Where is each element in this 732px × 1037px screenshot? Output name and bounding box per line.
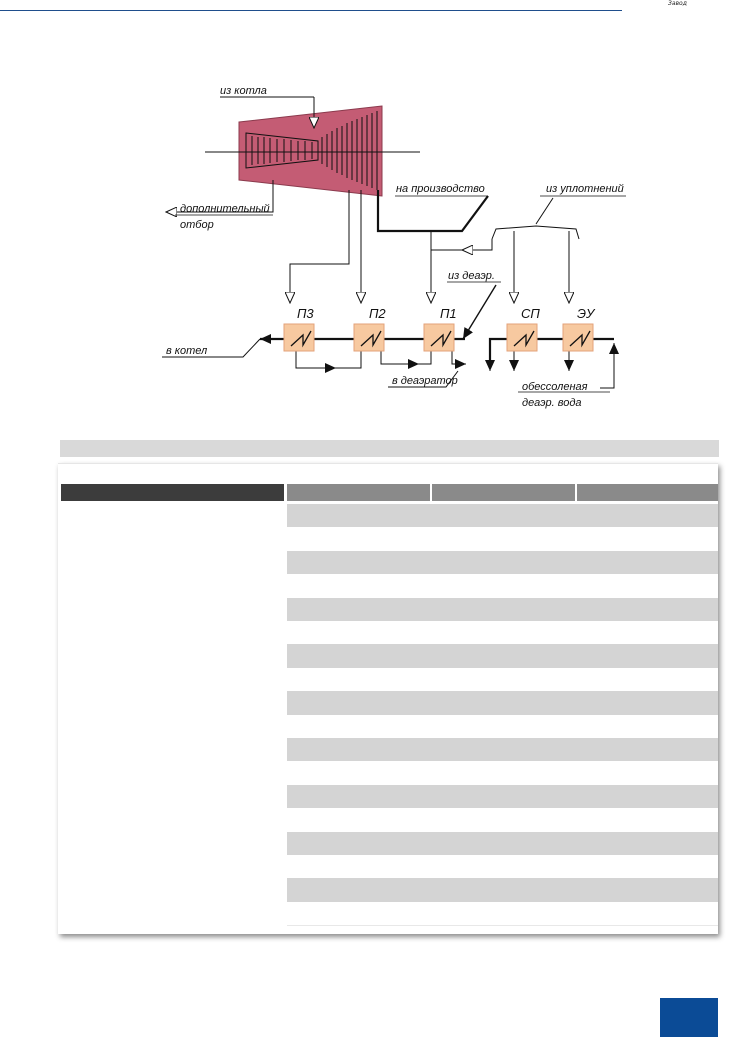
label-to-boiler: в котел	[166, 345, 207, 357]
table-row	[287, 527, 718, 552]
table-row	[287, 831, 718, 855]
table-header-cell-3	[432, 484, 575, 501]
thermal-scheme-diagram: из котла дополнительный отбор на произво…	[162, 85, 626, 409]
table-row	[287, 714, 718, 739]
table-row	[287, 621, 718, 646]
turbine-blades	[251, 111, 378, 190]
heater-eu	[562, 323, 594, 352]
table-row	[287, 550, 718, 575]
heater-p2	[353, 323, 385, 352]
heater-sp	[506, 323, 538, 352]
table-header-cell-4	[577, 484, 718, 501]
table-row	[287, 878, 718, 902]
label-from-seals: из уплотнений	[546, 183, 624, 195]
table-caption-bar	[60, 440, 719, 457]
turbine-hp-section	[245, 132, 319, 169]
header-corner-text: Завод	[668, 0, 687, 7]
label-p2: П2	[369, 306, 386, 321]
label-p1: П1	[440, 306, 457, 321]
label-to-deaerator: в деаэратор	[392, 375, 458, 387]
table-row	[287, 667, 718, 693]
table-row	[287, 808, 718, 833]
table-row	[287, 574, 718, 599]
table-header-cell-1	[61, 484, 284, 501]
label-sp: СП	[521, 306, 540, 321]
table-row	[287, 855, 718, 880]
table-row	[287, 691, 718, 715]
label-desalinated: обессоленая	[522, 381, 588, 393]
heater-p1	[423, 323, 455, 352]
table-header-row	[58, 484, 718, 501]
table-row	[287, 738, 718, 762]
label-additional-extraction-1: дополнительный	[180, 203, 270, 215]
label-deaerated-water: деаэр. вода	[522, 397, 582, 409]
table-row	[287, 901, 718, 927]
label-from-deaerator: из деаэр.	[448, 270, 495, 282]
table-row	[287, 504, 718, 528]
label-eu: ЭУ	[577, 306, 596, 321]
page-number-tab	[660, 998, 718, 1037]
table-header-cell-2	[287, 484, 430, 501]
label-from-boiler: из котла	[220, 85, 267, 97]
table-row	[287, 761, 718, 786]
table-row	[287, 644, 718, 668]
header-rule	[0, 10, 622, 11]
turbine-casing	[238, 105, 383, 197]
heater-p3	[283, 323, 315, 352]
data-table	[58, 463, 718, 934]
table-row	[287, 784, 718, 809]
label-p3: П3	[297, 306, 314, 321]
label-additional-extraction-2: отбор	[180, 219, 214, 231]
table-row	[287, 597, 718, 621]
label-to-production: на производство	[396, 183, 485, 195]
